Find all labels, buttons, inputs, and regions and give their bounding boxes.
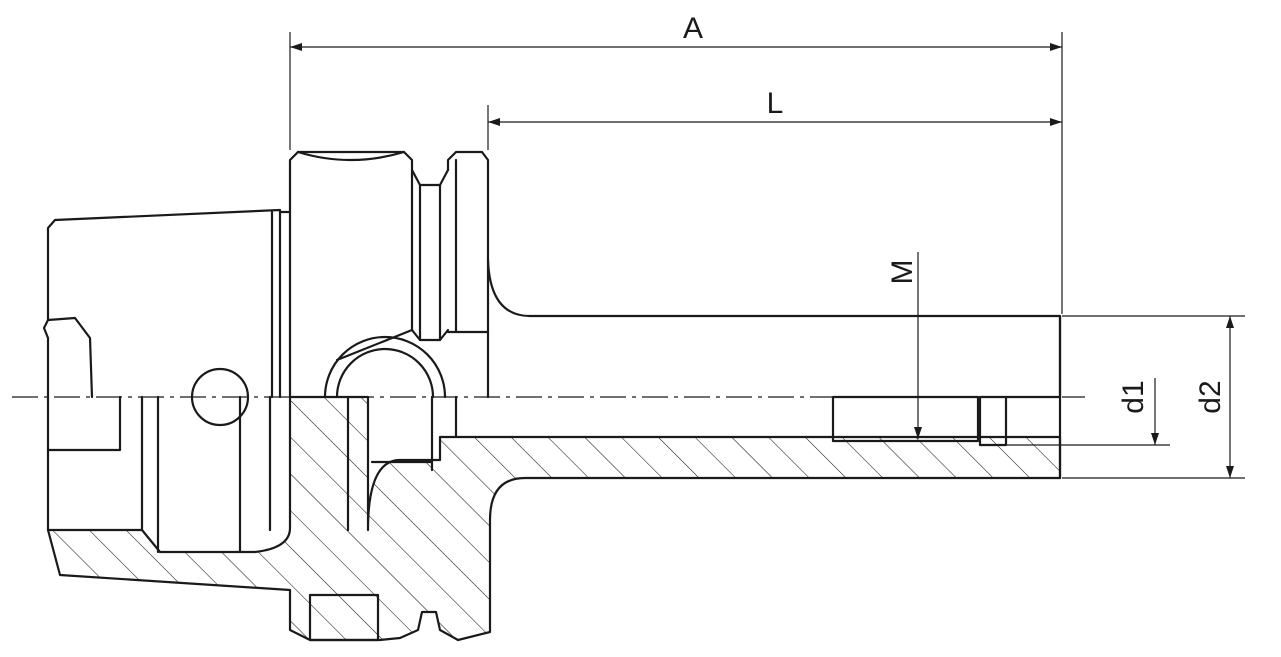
dimension-label-a: A [683,12,703,45]
dimension-label-d1: d1 [1117,380,1150,413]
dimension-lines [289,32,1245,479]
dimension-label-d2: d2 [1194,380,1227,413]
dimension-label-l: L [767,87,784,120]
dimension-label-m: M [886,260,919,285]
upper-outline [42,150,1062,480]
lower-section [46,395,1062,642]
